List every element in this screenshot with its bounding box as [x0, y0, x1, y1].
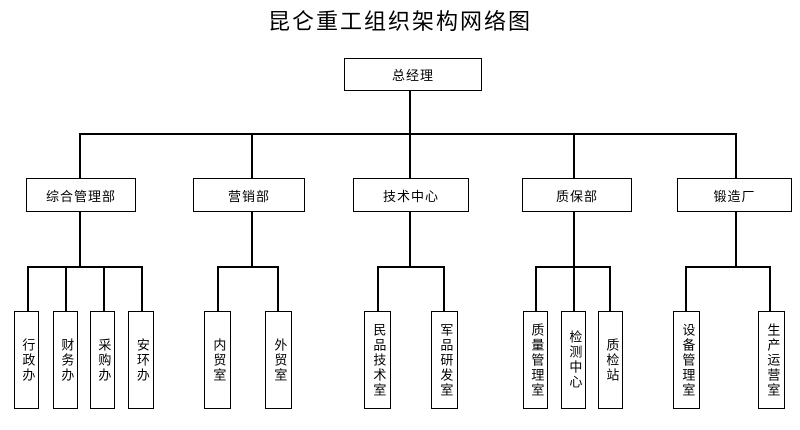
node-label: 质保部	[555, 189, 598, 205]
node-sub-admin-office: 行政办	[14, 311, 39, 409]
node-label: 行政办	[19, 337, 35, 383]
node-sub-production-ops: 生产运营室	[758, 311, 785, 409]
node-label: 民品技术室	[370, 322, 386, 398]
node-label: 外贸室	[271, 337, 287, 383]
node-dept-forge-plant: 锻造厂	[677, 178, 792, 212]
node-label: 生产运营室	[764, 322, 780, 398]
node-dept-quality: 质保部	[522, 178, 632, 212]
node-root-label: 总经理	[391, 69, 434, 84]
node-dept-tech-center: 技术中心	[353, 178, 469, 212]
node-sub-finance-office: 财务办	[53, 311, 78, 409]
node-sub-quality-mgmt: 质量管理室	[523, 311, 548, 409]
node-label: 采购办	[95, 337, 111, 383]
node-sub-military-rd: 军品研发室	[431, 311, 458, 409]
node-label: 锻造厂	[713, 189, 756, 205]
node-sub-qc-station: 质检站	[598, 311, 623, 409]
node-dept-general-management: 综合管理部	[26, 178, 136, 212]
node-label: 技术中心	[382, 189, 439, 205]
node-sub-purchasing-office: 采购办	[90, 311, 115, 409]
node-dept-marketing: 营销部	[193, 178, 305, 212]
node-label: 质检站	[603, 337, 619, 383]
node-sub-civil-tech: 民品技术室	[364, 311, 391, 409]
node-label: 军品研发室	[437, 322, 453, 398]
node-sub-safety-env-office: 安环办	[128, 311, 154, 409]
node-label: 综合管理部	[45, 189, 116, 205]
node-label: 质量管理室	[528, 322, 544, 398]
node-label: 检测中心	[566, 330, 582, 390]
node-label: 安环办	[133, 337, 149, 383]
node-sub-testing-center: 检测中心	[561, 311, 586, 409]
node-label: 设备管理室	[679, 322, 695, 398]
node-root: 总经理	[344, 58, 482, 91]
node-sub-domestic-trade: 内贸室	[204, 311, 231, 409]
node-label: 营销部	[227, 189, 270, 205]
diagram-title: 昆仑重工组织架构网络图	[267, 10, 532, 35]
node-sub-equipment-mgmt: 设备管理室	[673, 311, 700, 409]
node-label: 财务办	[58, 337, 74, 383]
node-sub-foreign-trade: 外贸室	[265, 311, 292, 409]
node-label: 内贸室	[210, 337, 226, 383]
